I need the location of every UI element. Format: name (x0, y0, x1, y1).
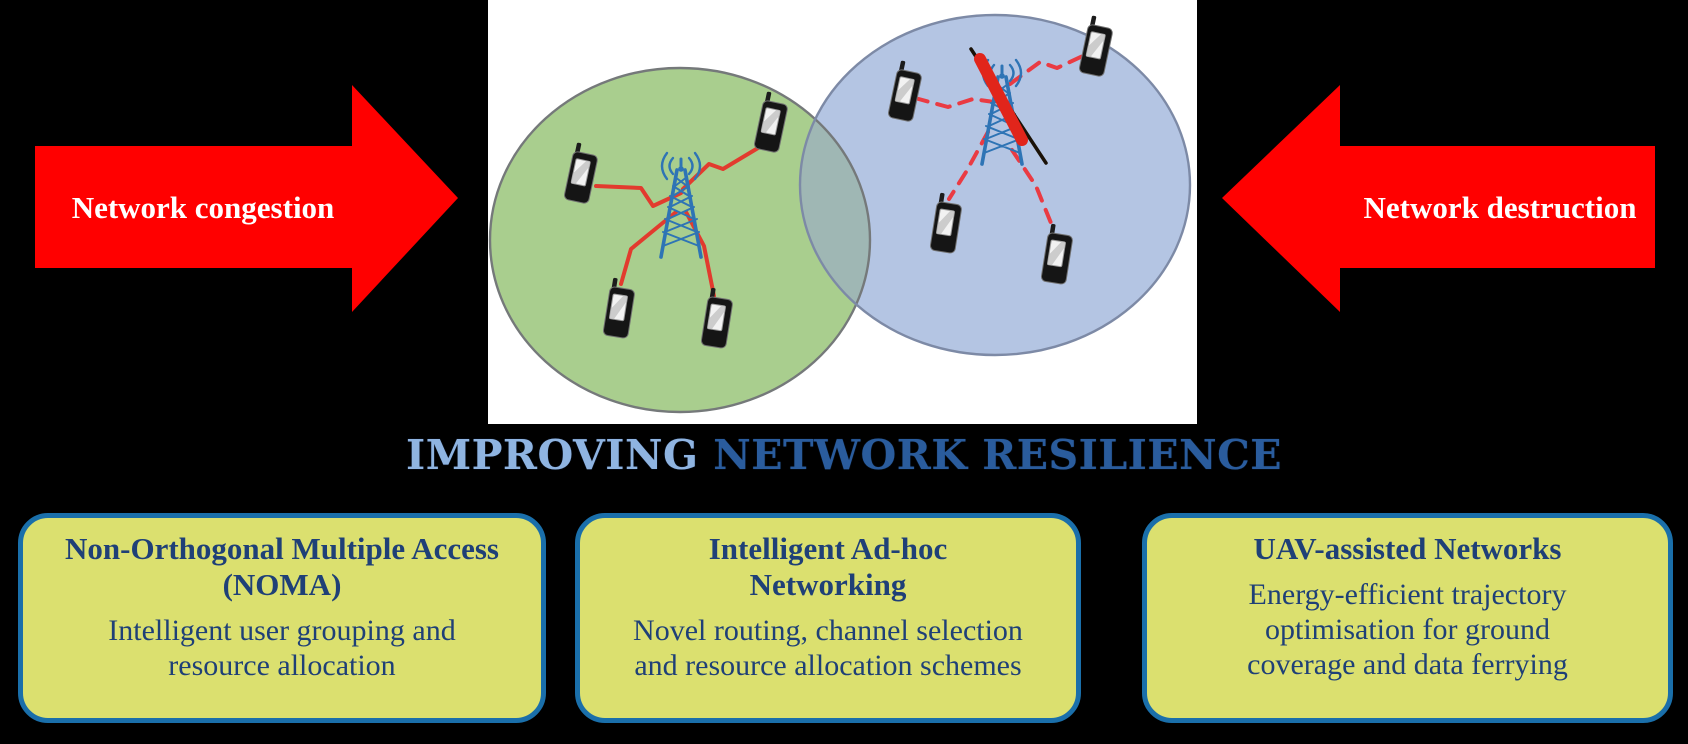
left-arrow (35, 85, 458, 312)
info-box-noma: Non-Orthogonal Multiple Access (NOMA) In… (18, 513, 546, 723)
info-box-adhoc-networking: Intelligent Ad-hoc Networking Novel rout… (575, 513, 1081, 723)
active-link-line (594, 184, 683, 208)
box-body: Energy-efficient trajectory optimisation… (1247, 578, 1568, 681)
left-arrow-label: Network congestion (72, 190, 335, 225)
title-improving: IMPROVING (406, 431, 699, 479)
broken-link-line (913, 96, 996, 109)
title-network-resilience: NETWORK RESILIENCE (698, 431, 1282, 479)
broken-link-line (947, 130, 990, 201)
green-zone-outline (488, 66, 872, 414)
active-link-line (684, 210, 716, 298)
box-title: Non-Orthogonal Multiple Access (NOMA) (65, 531, 499, 602)
right-arrow-label: Network destruction (1364, 190, 1637, 225)
blue-zone-outline (798, 13, 1192, 357)
info-box-uav-networks: UAV-assisted Networks Energy-efficient t… (1142, 513, 1673, 723)
right-arrow (1222, 85, 1655, 312)
active-link-line (619, 210, 678, 286)
box-title: Intelligent Ad-hoc Networking (708, 531, 948, 602)
broken-link-line (1008, 53, 1087, 86)
page-title: IMPROVING NETWORK RESILIENCE (0, 432, 1688, 478)
box-body: Novel routing, channel selection and res… (633, 614, 1023, 682)
box-body: Intelligent user grouping and resource a… (108, 614, 456, 682)
destroyed-cell-tower-icon (969, 47, 1048, 166)
box-title: UAV-assisted Networks (1253, 531, 1562, 566)
destruction-slash-icon (974, 53, 1028, 146)
